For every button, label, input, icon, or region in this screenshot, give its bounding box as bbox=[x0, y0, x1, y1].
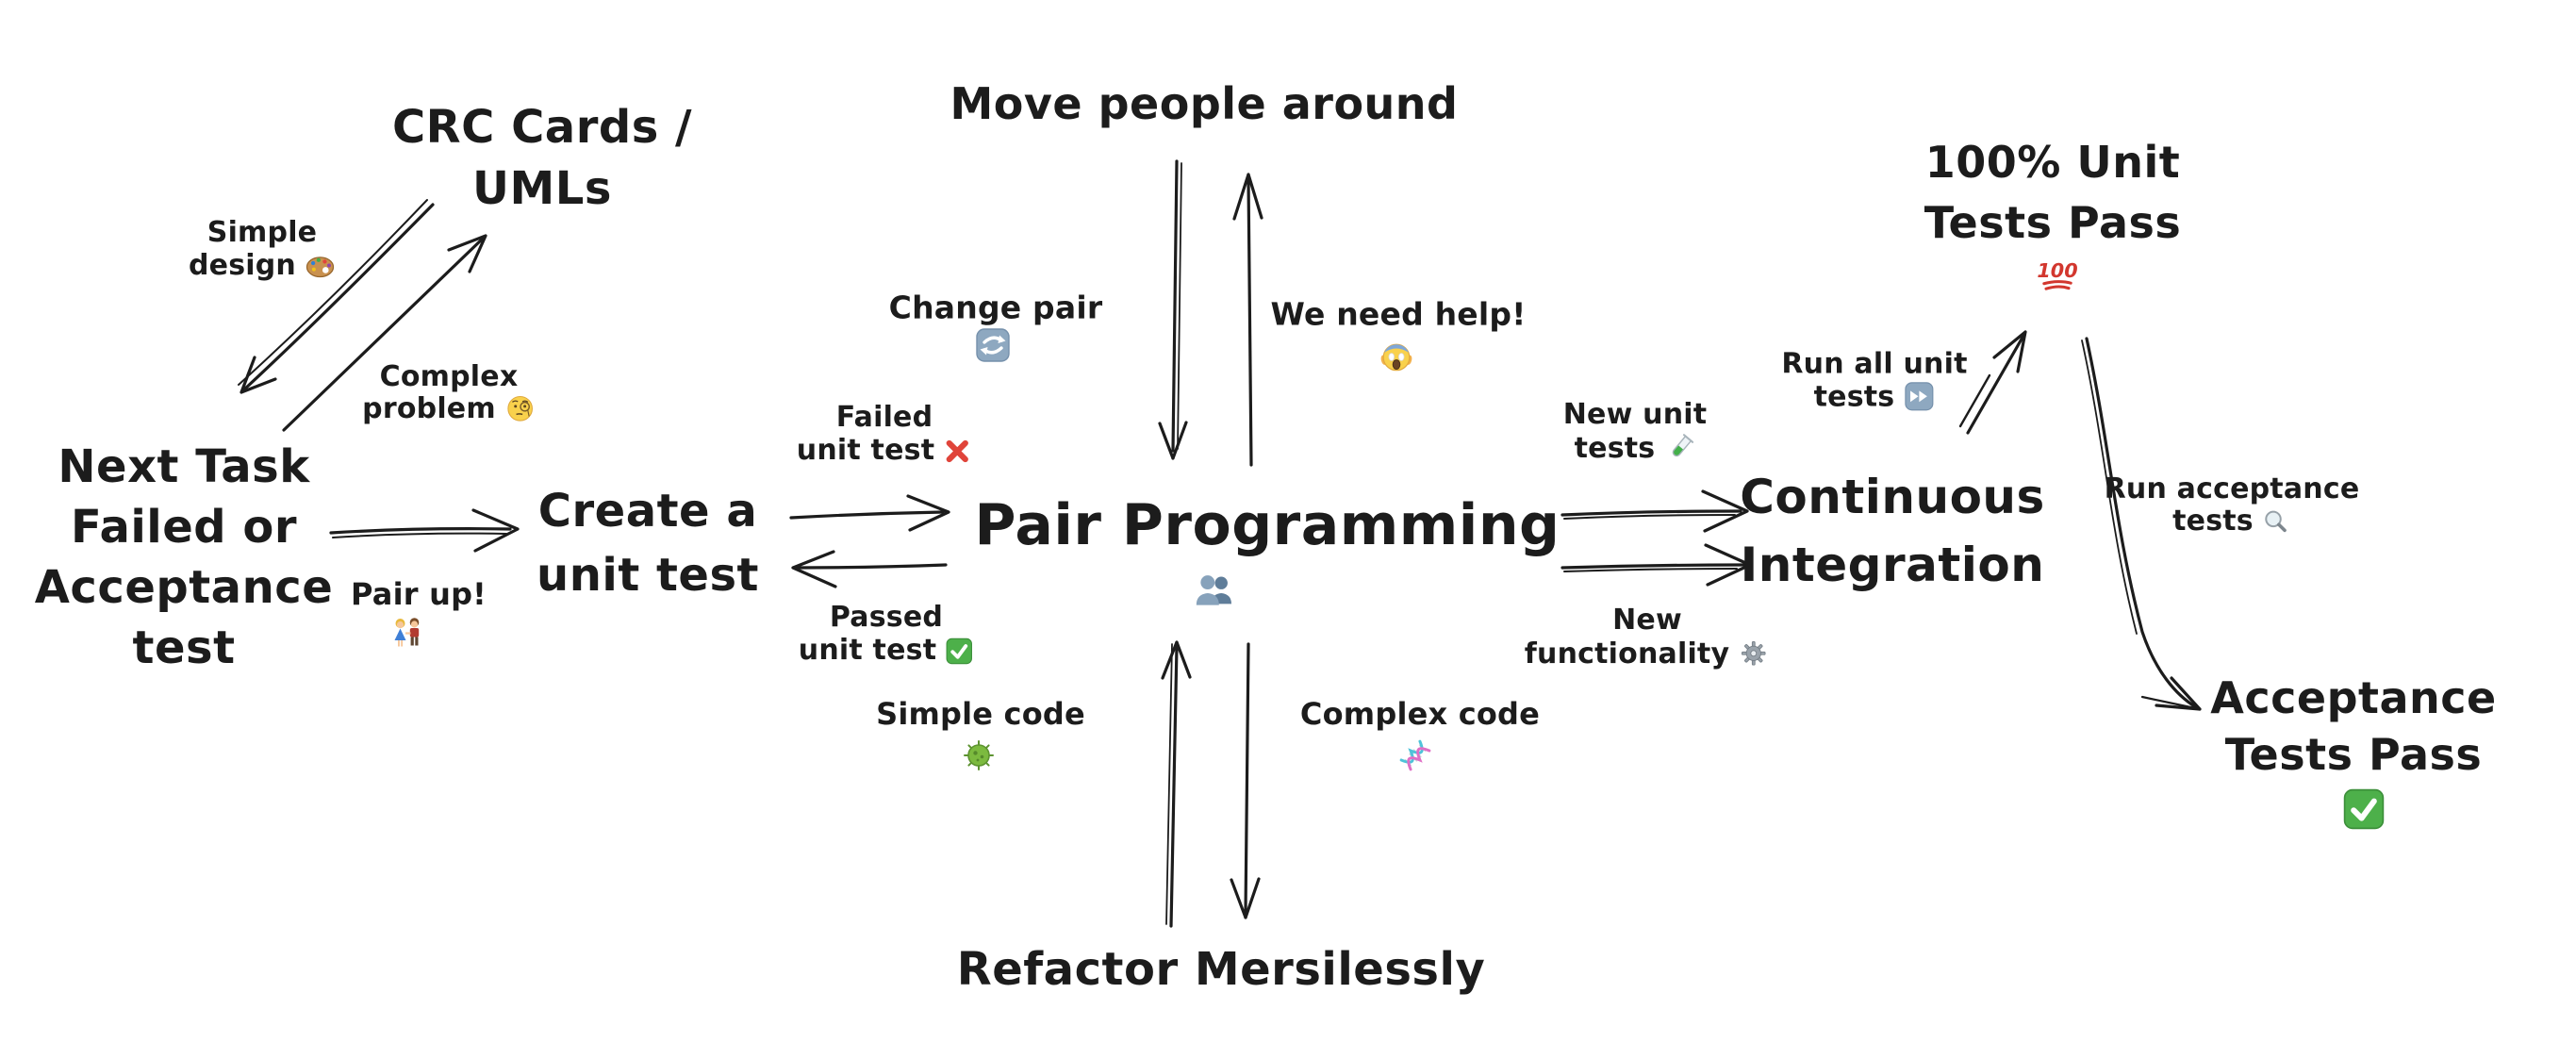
cross-mark-icon bbox=[943, 437, 972, 466]
label-line: unit test bbox=[797, 434, 972, 467]
node-line: Create a bbox=[537, 485, 758, 538]
check-mark-button-icon[interactable] bbox=[2341, 786, 2386, 832]
label-text: tests bbox=[2172, 505, 2254, 538]
label-line: Failed bbox=[835, 401, 933, 434]
label-new-functionality[interactable]: New functionality bbox=[1525, 604, 1770, 671]
node-line: Integration bbox=[1740, 538, 2045, 592]
couple-holding-hands-icon[interactable] bbox=[388, 615, 426, 653]
label-text: Pair up! bbox=[351, 576, 487, 612]
node-line: unit test bbox=[537, 549, 759, 602]
label-text: functionality bbox=[1524, 637, 1730, 671]
label-line: tests bbox=[1781, 380, 1967, 413]
arrow-crc-to-next-task[interactable] bbox=[238, 199, 435, 394]
node-line: UMLs bbox=[472, 162, 612, 215]
node-continuous-integration[interactable]: Continuous Integration bbox=[1740, 463, 2045, 599]
label-text: unit test bbox=[798, 634, 937, 667]
node-refactor-mersilessly[interactable]: Refactor Mersilessly bbox=[957, 943, 1485, 996]
node-line: 100% Unit bbox=[1924, 137, 2181, 188]
label-line: Run acceptance bbox=[2104, 472, 2360, 505]
hundred-points-icon[interactable]: 100 bbox=[2035, 253, 2080, 298]
busts-in-silhouette-icon[interactable] bbox=[1192, 568, 1237, 613]
arrow-next-task-to-create[interactable] bbox=[329, 508, 520, 553]
label-line: New unit bbox=[1562, 397, 1708, 431]
label-text: Change pair bbox=[888, 289, 1103, 326]
label-failed-unit-test[interactable]: Failed unit test bbox=[797, 401, 972, 467]
arrow-move-to-pair[interactable] bbox=[1158, 159, 1188, 460]
node-acceptance-tests-pass[interactable]: Acceptance Tests Pass bbox=[2210, 670, 2497, 783]
node-line: Tests Pass bbox=[2224, 729, 2483, 780]
node-next-task-failed-or-acceptance-test[interactable]: Next Task Failed or Acceptance test bbox=[35, 437, 333, 678]
arrow-pair-to-ci-bottom[interactable] bbox=[1560, 543, 1752, 587]
arrow-pair-to-ci-top[interactable] bbox=[1560, 489, 1749, 533]
label-run-all-unit-tests[interactable]: Run all unit tests bbox=[1781, 348, 1967, 413]
label-complex-problem[interactable]: Complex problem bbox=[362, 359, 536, 425]
label-text: unit test bbox=[796, 434, 935, 467]
screaming-face-icon[interactable] bbox=[1379, 339, 1414, 374]
gear-icon bbox=[1738, 637, 1770, 670]
node-title: Pair Programming bbox=[974, 492, 1560, 558]
repeat-button-icon[interactable] bbox=[974, 326, 1012, 364]
label-simple-code[interactable]: Simple code bbox=[876, 696, 1085, 732]
label-simple-design[interactable]: Simple design bbox=[189, 216, 336, 282]
arrow-hundred-to-acceptance[interactable] bbox=[2081, 337, 2202, 711]
label-line: unit test bbox=[799, 634, 974, 667]
label-text: Complex code bbox=[1299, 696, 1541, 732]
arrow-ci-to-hundred[interactable] bbox=[1958, 330, 2027, 435]
arrow-pair-to-refactor[interactable] bbox=[1230, 642, 1261, 919]
label-text: tests bbox=[1813, 380, 1895, 414]
node-title: Refactor Mersilessly bbox=[956, 943, 1486, 996]
node-move-people-around[interactable]: Move people around bbox=[950, 78, 1459, 129]
arrow-next-task-to-crc[interactable] bbox=[282, 234, 487, 432]
label-text: We need help! bbox=[1270, 295, 1527, 333]
arrow-create-to-pair[interactable] bbox=[789, 494, 950, 532]
label-text: problem bbox=[362, 392, 496, 426]
node-create-a-unit-test[interactable]: Create a unit test bbox=[537, 479, 759, 607]
node-100-unit-tests-pass[interactable]: 100% Unit Tests Pass bbox=[1924, 132, 2182, 253]
node-line: CRC Cards / bbox=[391, 101, 693, 154]
node-line: Acceptance bbox=[2210, 672, 2497, 723]
label-line: New bbox=[1612, 603, 1682, 637]
label-we-need-help[interactable]: We need help! bbox=[1271, 296, 1527, 333]
svg-text:100: 100 bbox=[2037, 259, 2077, 282]
label-text: design bbox=[189, 249, 296, 282]
arrow-pair-to-move[interactable] bbox=[1232, 173, 1263, 467]
label-passed-unit-test[interactable]: Passed unit test bbox=[799, 601, 974, 667]
label-line: Passed bbox=[829, 601, 944, 634]
label-line: problem bbox=[362, 393, 536, 425]
microbe-icon[interactable] bbox=[960, 737, 998, 774]
node-line: Acceptance bbox=[34, 561, 334, 614]
node-crc-cards-umls[interactable]: CRC Cards / UMLs bbox=[392, 97, 692, 220]
magnifying-glass-icon bbox=[2262, 507, 2291, 537]
monocle-face-icon bbox=[504, 393, 536, 424]
arrow-pair-to-create[interactable] bbox=[791, 550, 948, 588]
label-complex-code[interactable]: Complex code bbox=[1300, 696, 1540, 732]
label-line: Simple bbox=[206, 216, 318, 249]
test-tube-icon bbox=[1663, 432, 1695, 464]
label-change-pair[interactable]: Change pair bbox=[889, 290, 1103, 326]
fast-forward-button-icon bbox=[1903, 380, 1935, 412]
label-line: functionality bbox=[1525, 637, 1770, 671]
node-pair-programming[interactable]: Pair Programming bbox=[975, 492, 1560, 558]
label-pair-up[interactable]: Pair up! bbox=[351, 576, 487, 612]
node-line: Next Task bbox=[58, 440, 310, 493]
label-text: Simple code bbox=[876, 696, 1085, 732]
label-line: Run all unit bbox=[1781, 347, 1968, 381]
label-line: design bbox=[189, 249, 336, 282]
label-new-unit-tests[interactable]: New unit tests bbox=[1563, 398, 1708, 466]
label-line: tests bbox=[1563, 432, 1708, 466]
check-mark-button-icon bbox=[945, 637, 974, 666]
label-text: tests bbox=[1574, 432, 1656, 466]
dna-icon[interactable] bbox=[1396, 737, 1434, 774]
label-line: Complex bbox=[379, 359, 519, 393]
node-line: Continuous bbox=[1740, 470, 2045, 524]
label-line: tests bbox=[2105, 505, 2360, 538]
label-run-acceptance-tests[interactable]: Run acceptance tests bbox=[2105, 473, 2360, 538]
arrow-refactor-to-pair[interactable] bbox=[1161, 640, 1192, 928]
node-title: Move people around bbox=[949, 78, 1459, 129]
node-line: Failed or bbox=[70, 501, 298, 554]
artist-palette-icon bbox=[305, 250, 336, 281]
node-line: test bbox=[132, 621, 236, 674]
node-line: Tests Pass bbox=[1924, 197, 2182, 248]
